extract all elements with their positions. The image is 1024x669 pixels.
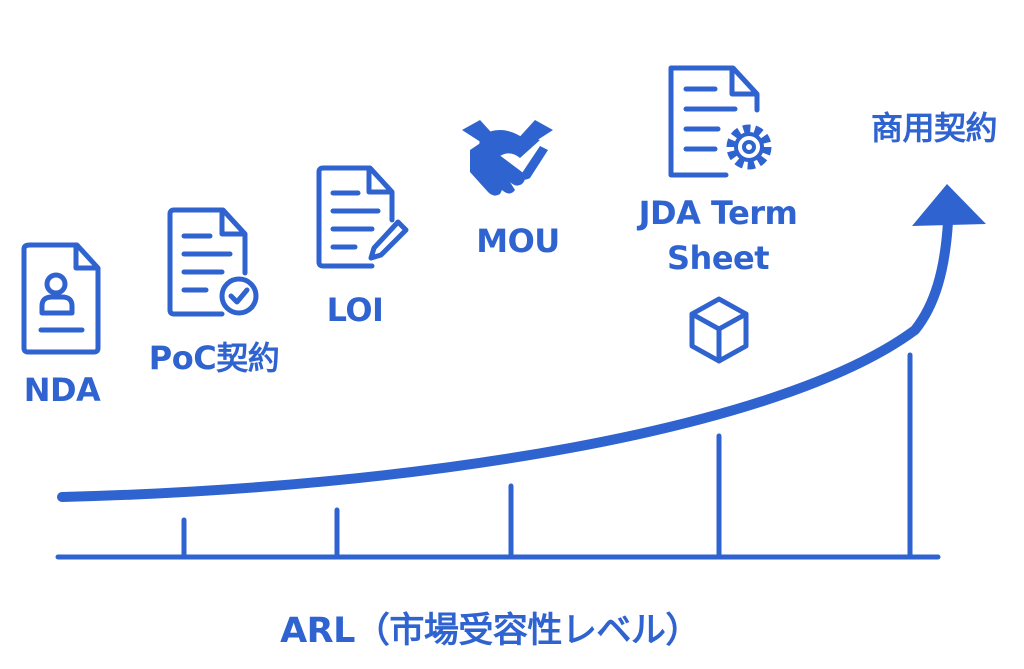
growth-curve <box>57 217 953 502</box>
stage-label-poc: PoC契約 <box>148 339 280 377</box>
stage-label-commercial: 商用契約 <box>870 109 998 147</box>
stage-label-nda: NDA <box>23 371 101 409</box>
document-pen-icon <box>316 165 409 269</box>
stage-label-mou: MOU <box>476 222 560 260</box>
document-check-icon <box>167 207 259 317</box>
arrow-head-icon <box>912 184 986 226</box>
document-gear-icon <box>668 65 772 178</box>
stage-label-loi: LOI <box>326 291 384 329</box>
document-person-icon <box>21 242 101 355</box>
cube-icon <box>689 296 749 364</box>
stage-label-jda-line1: JDA Term <box>638 194 798 232</box>
axis <box>55 352 941 560</box>
handshake-icon <box>462 120 553 196</box>
stage-label-jda-line2: Sheet <box>666 239 770 277</box>
axis-title: ARL（市場受容性レベル） <box>280 611 700 651</box>
